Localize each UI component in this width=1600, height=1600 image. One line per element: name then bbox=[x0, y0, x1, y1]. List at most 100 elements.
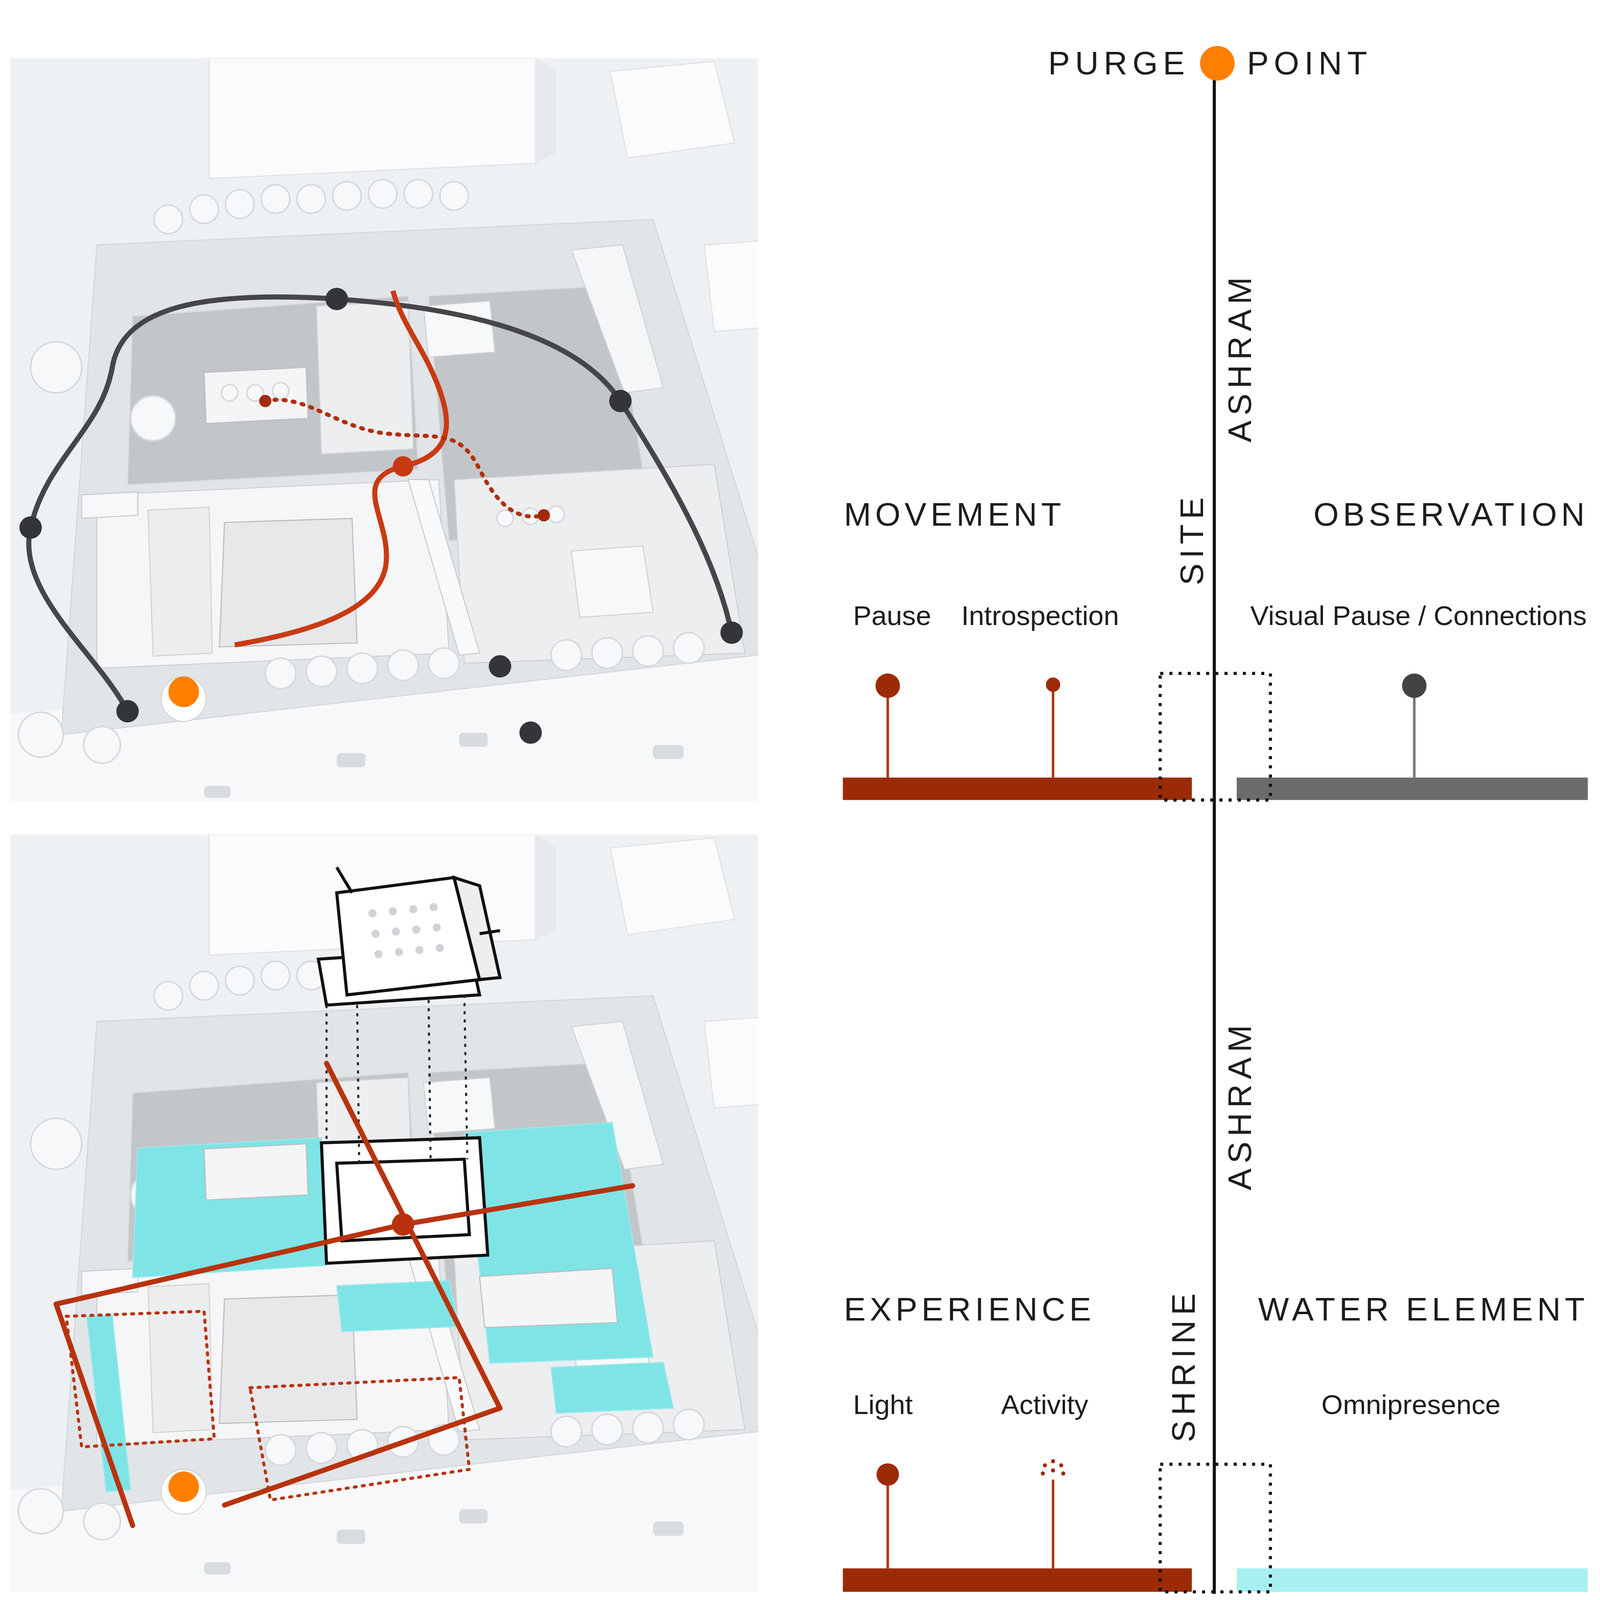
site-plan-top bbox=[234, 290, 447, 645]
concept-axis bbox=[1043, 1463, 1047, 1468]
concept-axis bbox=[1212, 76, 1216, 1594]
site-plan-top bbox=[720, 621, 743, 645]
section-heading: POINT bbox=[1247, 46, 1373, 80]
concept-label: Pause bbox=[853, 602, 932, 630]
site-plan-bottom bbox=[392, 1213, 415, 1236]
water-pools bbox=[86, 1314, 131, 1492]
concept-axis bbox=[842, 1568, 1192, 1592]
concept-label: Introspection bbox=[961, 602, 1119, 630]
site-plan-top bbox=[116, 699, 140, 723]
water-pools bbox=[132, 1137, 327, 1278]
site-plan-top bbox=[537, 509, 551, 522]
site-plan-top bbox=[10, 58, 759, 802]
concept-axis bbox=[1413, 694, 1416, 778]
concept-axis bbox=[1050, 1468, 1055, 1473]
site-plan-bottom bbox=[56, 1303, 133, 1526]
concept-axis bbox=[1041, 1459, 1066, 1476]
water-pools bbox=[464, 1122, 654, 1364]
concept-axis bbox=[1051, 1479, 1055, 1569]
site-plan-bottom bbox=[394, 948, 404, 957]
site-plan-top bbox=[19, 287, 743, 744]
site-plan-bottom bbox=[66, 1311, 470, 1501]
site-plan-top bbox=[161, 676, 207, 722]
site-plan-bottom bbox=[409, 904, 418, 914]
concept-axis bbox=[1041, 1471, 1045, 1476]
section-heading: ASHRAM bbox=[1223, 1020, 1257, 1191]
site-plan-top bbox=[19, 516, 43, 539]
site-plan-top bbox=[488, 654, 512, 678]
site-plan-top bbox=[393, 456, 414, 477]
site-plan-bottom bbox=[368, 909, 377, 918]
site-plan-top bbox=[519, 721, 542, 744]
site-plan-bottom bbox=[250, 1377, 470, 1501]
site-plan-top bbox=[28, 297, 732, 712]
site-plan-bottom bbox=[56, 1063, 633, 1526]
site-plan-bottom bbox=[10, 834, 759, 1592]
site-plan-bottom bbox=[435, 943, 444, 952]
site-plan-bottom bbox=[161, 1469, 207, 1515]
site-plan-bottom bbox=[428, 999, 431, 1164]
site-plan-top bbox=[609, 389, 632, 413]
concept-label: Visual Pause / Connections bbox=[1250, 602, 1587, 630]
site-plan-bottom bbox=[432, 923, 441, 932]
site-plan-bottom bbox=[464, 995, 468, 1160]
section-heading: EXPERIENCE bbox=[843, 1292, 1095, 1326]
concept-axis bbox=[842, 46, 1588, 1595]
concept-axis bbox=[876, 1463, 900, 1486]
site-plan-top bbox=[259, 394, 272, 408]
section-heading: PURGE bbox=[1048, 46, 1190, 80]
section-heading: SITE bbox=[1175, 492, 1209, 586]
shrine-wireframe bbox=[336, 1159, 470, 1241]
shrine-wireframe bbox=[336, 867, 352, 893]
site-plan-top bbox=[10, 58, 759, 802]
section-heading: ASHRAM bbox=[1223, 272, 1257, 443]
concept-axis bbox=[842, 777, 1192, 801]
shrine-wireframe bbox=[479, 930, 501, 934]
concept-axis bbox=[886, 1482, 889, 1569]
section-heading: WATER ELEMENT bbox=[1258, 1292, 1590, 1326]
site-plan-bottom bbox=[415, 946, 424, 955]
concept-label: Omnipresence bbox=[1321, 1391, 1501, 1419]
site-plan-top bbox=[265, 399, 544, 517]
site-plan-bottom bbox=[10, 834, 759, 1592]
site-plan-bottom bbox=[388, 906, 397, 916]
concept-label: Light bbox=[853, 1391, 913, 1419]
site-plan-bottom bbox=[392, 927, 401, 936]
site-plan-bottom bbox=[429, 903, 439, 912]
site-plan-top bbox=[168, 676, 200, 708]
concept-axis bbox=[1050, 1459, 1055, 1463]
shrine-wireframe bbox=[318, 867, 500, 1264]
water-pools bbox=[86, 1122, 674, 1492]
shrine-wireframe bbox=[321, 1137, 488, 1264]
concept-axis bbox=[1200, 46, 1235, 81]
concept-axis bbox=[875, 673, 901, 698]
concept-axis bbox=[886, 694, 889, 778]
site-plan-bottom bbox=[56, 1224, 404, 1305]
site-plan-bottom bbox=[326, 995, 468, 1164]
site-plan-bottom bbox=[403, 1185, 633, 1225]
site-plan-bottom bbox=[479, 1268, 618, 1328]
concept-axis bbox=[1061, 1471, 1066, 1476]
section-heading: SHRINE bbox=[1167, 1288, 1201, 1443]
site-plan-bottom bbox=[368, 903, 444, 959]
section-heading: MOVEMENT bbox=[843, 497, 1066, 531]
site-plan-bottom bbox=[479, 1367, 501, 1409]
concept-axis bbox=[1402, 673, 1427, 698]
concept-axis bbox=[1045, 677, 1061, 692]
site-plan-bottom bbox=[325, 1005, 328, 1143]
concept-axis bbox=[1159, 1464, 1271, 1593]
concept-label: Activity bbox=[1000, 1391, 1089, 1419]
site-plan-bottom bbox=[357, 1005, 360, 1164]
concept-axis bbox=[1159, 673, 1271, 801]
concept-axis bbox=[1051, 689, 1055, 778]
site-plan-bottom bbox=[224, 1408, 501, 1506]
site-plan-bottom bbox=[412, 925, 421, 934]
concept-axis bbox=[1236, 1568, 1588, 1592]
concept-axis bbox=[1236, 777, 1588, 801]
site-plan-bottom bbox=[374, 950, 383, 959]
site-plan-bottom bbox=[371, 929, 380, 938]
shrine-wireframe bbox=[454, 877, 501, 980]
site-plan-bottom bbox=[168, 1471, 200, 1503]
